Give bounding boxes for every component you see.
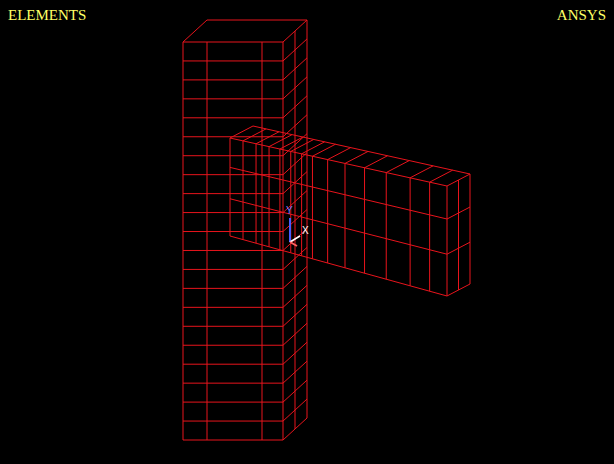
element-edge (458, 180, 459, 290)
element-edge (429, 182, 430, 291)
element-edge (312, 144, 335, 156)
element-edge (183, 174, 283, 175)
element-edge (183, 288, 283, 289)
element-edge (386, 161, 409, 173)
element-edge (243, 141, 244, 240)
element-edge (243, 129, 266, 141)
mesh-lines (183, 20, 470, 440)
x-axis (290, 236, 300, 242)
element-edge (183, 193, 283, 194)
element-edge (470, 174, 471, 284)
element-edge (183, 383, 283, 384)
element-edge (410, 178, 411, 286)
element-edge (230, 199, 447, 254)
element-edge (183, 42, 184, 440)
element-edge (207, 42, 208, 440)
element-edge (230, 167, 447, 219)
element-edge (410, 166, 433, 178)
element-edge (262, 42, 263, 440)
element-edge (283, 42, 284, 440)
axis-label: Y (286, 206, 293, 216)
element-edge (345, 163, 346, 267)
axis-triad (290, 218, 300, 246)
axis-label: X (302, 226, 309, 236)
program-name: ANSYS (557, 8, 606, 23)
element-edge (183, 231, 283, 232)
element-edge (183, 326, 283, 327)
element-edge (230, 236, 447, 296)
element-edge (183, 345, 283, 346)
element-edge (256, 144, 257, 243)
element-edge (327, 160, 328, 263)
element-edge (183, 42, 283, 43)
element-edge (447, 186, 448, 296)
element-edge (183, 364, 283, 365)
element-edge (183, 212, 283, 213)
element-edge (256, 132, 279, 144)
element-edge (183, 307, 283, 308)
element-edge (269, 147, 270, 247)
element-edge (183, 155, 283, 156)
z-axis (290, 242, 297, 246)
element-edge (345, 151, 368, 163)
element-edge (386, 173, 387, 280)
element-edge (183, 98, 283, 99)
element-edge (312, 156, 313, 259)
element-edge (183, 440, 283, 441)
element-edge (183, 269, 283, 270)
element-edge (295, 31, 296, 429)
element-edge (183, 60, 283, 61)
element-edge (183, 421, 283, 422)
element-edge (230, 138, 231, 236)
element-edge (183, 20, 207, 42)
element-edge (328, 148, 351, 160)
element-edge (301, 154, 302, 256)
element-edge (279, 149, 280, 250)
element-edge (430, 170, 453, 182)
element-edge (207, 20, 307, 21)
element-edge (183, 250, 283, 251)
element-edge (364, 168, 365, 273)
element-edge (183, 79, 283, 80)
element-edge (290, 151, 291, 252)
element-edge (183, 402, 283, 403)
element-edge (183, 117, 283, 118)
y-axis (289, 218, 291, 242)
element-edge (253, 126, 470, 174)
plot-title: ELEMENTS (8, 8, 86, 23)
element-edge (365, 156, 388, 168)
element-edge (230, 126, 253, 138)
